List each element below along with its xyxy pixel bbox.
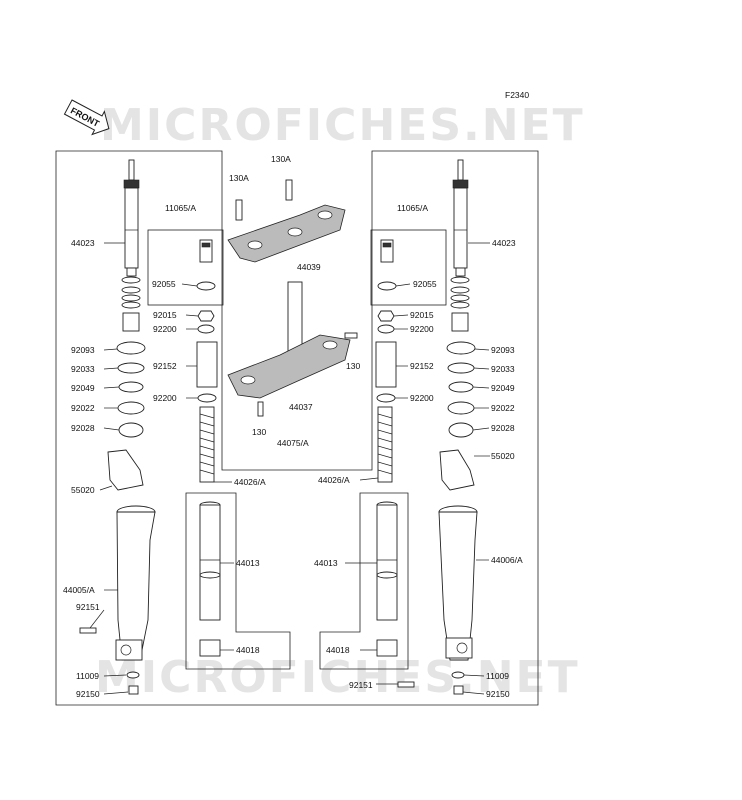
label-92049-right: 92049 bbox=[491, 383, 515, 393]
label-92015-left: 92015 bbox=[153, 310, 177, 320]
label-92150-left: 92150 bbox=[76, 689, 100, 699]
label-44026-right: 44026/A bbox=[318, 475, 350, 485]
label-92093-left: 92093 bbox=[71, 345, 95, 355]
left-inner-tube bbox=[199, 501, 221, 657]
label-92093-right: 92093 bbox=[491, 345, 515, 355]
left-outer-tube bbox=[115, 505, 156, 661]
right-lower-washer bbox=[376, 393, 396, 403]
right-damper-rod bbox=[450, 159, 470, 332]
label-92200-left-upper: 92200 bbox=[153, 324, 177, 334]
label-55020-left: 55020 bbox=[71, 485, 95, 495]
left-damper-valve bbox=[196, 239, 216, 291]
left-fork-spring bbox=[199, 406, 215, 483]
label-92055-right: 92055 bbox=[413, 279, 437, 289]
label-44018-left: 44018 bbox=[236, 645, 260, 655]
label-130a-2: 130A bbox=[229, 173, 249, 183]
label-44037: 44037 bbox=[289, 402, 313, 412]
label-92152-left: 92152 bbox=[153, 361, 177, 371]
label-92200-left-lower: 92200 bbox=[153, 393, 177, 403]
label-130-right: 130 bbox=[346, 361, 360, 371]
upper-bracket bbox=[227, 179, 346, 263]
right-collar bbox=[375, 341, 397, 388]
right-inner-tube-box bbox=[319, 492, 409, 670]
label-92152-right: 92152 bbox=[410, 361, 434, 371]
left-damper-box bbox=[147, 229, 224, 306]
right-inner-tube bbox=[376, 501, 398, 657]
label-44013-left: 44013 bbox=[236, 558, 260, 568]
label-92150-right: 92150 bbox=[486, 689, 510, 699]
label-92015-right: 92015 bbox=[410, 310, 434, 320]
steering-stem bbox=[227, 281, 358, 417]
label-92049-left: 92049 bbox=[71, 383, 95, 393]
label-92055-left: 92055 bbox=[152, 279, 176, 289]
right-nut-washer bbox=[377, 310, 395, 334]
right-dust-cover bbox=[439, 449, 475, 491]
diagram-code: F2340 bbox=[505, 90, 529, 100]
label-44013-right: 44013 bbox=[314, 558, 338, 568]
left-axle-bolt bbox=[79, 627, 97, 634]
label-130a-1: 130A bbox=[271, 154, 291, 164]
label-92033-left: 92033 bbox=[71, 364, 95, 374]
label-92200-right-upper: 92200 bbox=[410, 324, 434, 334]
label-92028-right: 92028 bbox=[491, 423, 515, 433]
label-44018-right: 44018 bbox=[326, 645, 350, 655]
watermark-bottom: MICROFICHES.NET bbox=[95, 652, 580, 703]
label-44023-right: 44023 bbox=[492, 238, 516, 248]
right-drain-bolt bbox=[451, 671, 465, 695]
left-damper-rod bbox=[121, 159, 141, 332]
right-axle-bolt bbox=[397, 681, 415, 688]
label-44075: 44075/A bbox=[277, 438, 309, 448]
left-nut-washer bbox=[197, 310, 215, 334]
label-92151-left: 92151 bbox=[76, 602, 100, 612]
label-92028-left: 92028 bbox=[71, 423, 95, 433]
label-92022-left: 92022 bbox=[71, 403, 95, 413]
right-seal-stack bbox=[446, 341, 476, 438]
right-damper-valve bbox=[377, 239, 397, 291]
right-fork-spring bbox=[377, 406, 393, 483]
label-44006: 44006/A bbox=[491, 555, 523, 565]
label-92151-right: 92151 bbox=[349, 680, 373, 690]
left-drain-bolt bbox=[126, 671, 140, 695]
watermark-top: MICROFICHES.NET bbox=[100, 100, 585, 151]
label-92033-right: 92033 bbox=[491, 364, 515, 374]
label-11065-left: 11065/A bbox=[165, 203, 196, 213]
right-damper-box bbox=[370, 229, 447, 306]
label-92200-right-lower: 92200 bbox=[410, 393, 434, 403]
left-inner-tube-box bbox=[185, 492, 291, 670]
part-labels: 44023 44023 11065/A 11065/A 92055 92055 … bbox=[63, 154, 523, 699]
outer-frame bbox=[55, 150, 539, 706]
leader-lines bbox=[89, 242, 490, 695]
label-92022-right: 92022 bbox=[491, 403, 515, 413]
label-11009-left: 11009 bbox=[76, 671, 99, 681]
right-outer-tube bbox=[438, 505, 478, 661]
label-11009-right: 11009 bbox=[486, 671, 509, 681]
label-44039: 44039 bbox=[297, 262, 321, 272]
label-44023-left: 44023 bbox=[71, 238, 95, 248]
label-55020-right: 55020 bbox=[491, 451, 515, 461]
label-44026-left: 44026/A bbox=[234, 477, 266, 487]
left-dust-cover bbox=[107, 449, 144, 491]
label-44005: 44005/A bbox=[63, 585, 95, 595]
left-lower-washer bbox=[197, 393, 217, 403]
left-collar bbox=[196, 341, 218, 388]
label-11065-right: 11065/A bbox=[397, 203, 428, 213]
label-130-lower: 130 bbox=[252, 427, 266, 437]
left-seal-stack bbox=[116, 341, 146, 438]
